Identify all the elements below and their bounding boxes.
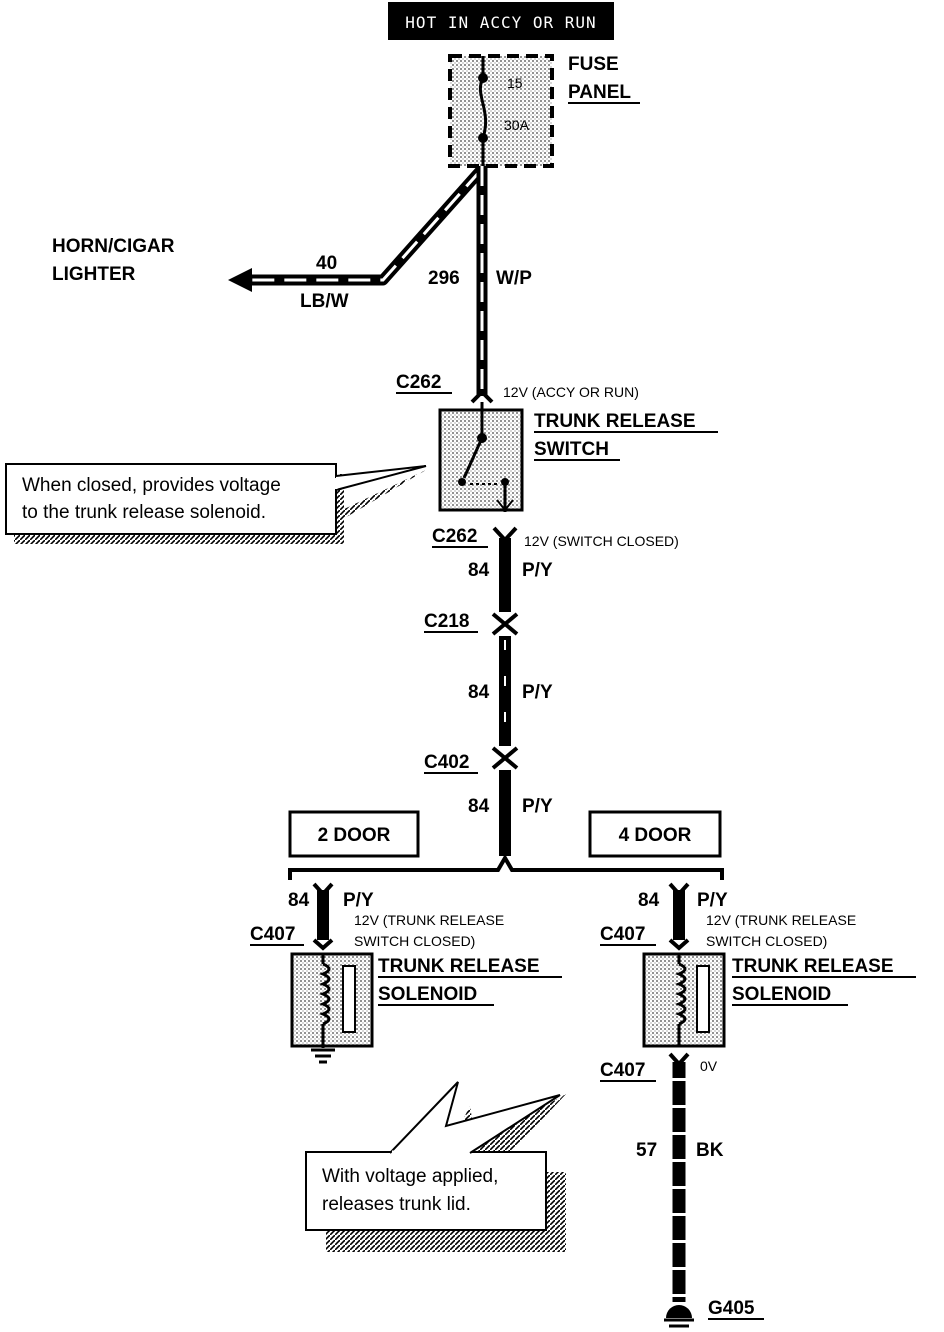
switch-voltage-out: 12V (SWITCH CLOSED): [524, 533, 679, 549]
four-door-box: 4 DOOR: [588, 810, 722, 858]
right-voltage-1: 12V (TRUNK RELEASE: [706, 912, 856, 928]
fuse-panel-title-1: FUSE: [568, 54, 619, 75]
horn-label-1: HORN/CIGAR: [52, 236, 175, 257]
left-wire-color: P/Y: [343, 890, 374, 911]
power-header: HOT IN ACCY OR RUN: [388, 2, 614, 40]
ground-color: BK: [696, 1140, 724, 1161]
right-wire-circuit: 84: [638, 890, 660, 911]
c402-label: C402: [424, 752, 469, 773]
left-solenoid-wire: [312, 882, 334, 951]
horn-circuit: 40: [316, 253, 337, 274]
left-wire-circuit: 84: [288, 890, 310, 911]
fuse-panel-title-2: PANEL: [568, 82, 631, 103]
switch-note-2: to the trunk release solenoid.: [22, 502, 266, 523]
door-option-bracket: [288, 854, 724, 880]
c218-label: C218: [424, 611, 469, 632]
feed-color: W/P: [496, 268, 532, 289]
horn-branch-wire: [228, 166, 486, 292]
right-voltage-2: SWITCH CLOSED): [706, 933, 827, 949]
fuse-rating: 30A: [504, 117, 530, 133]
left-ground-icon: [311, 1048, 335, 1064]
two-door-label: 2 DOOR: [318, 825, 391, 846]
fuse-number: 15: [507, 75, 523, 91]
left-trunk-release-solenoid: [290, 952, 374, 1064]
wire84-circuit-2: 84: [468, 682, 490, 703]
switch-title-2: SWITCH: [534, 439, 609, 460]
switch-voltage-in: 12V (ACCY OR RUN): [503, 384, 639, 400]
fuse-panel: 15 30A: [448, 54, 554, 168]
wire84-color-1: P/Y: [522, 560, 553, 581]
c218-connector-icon: [491, 612, 519, 636]
right-c407-label: C407: [600, 924, 645, 945]
left-c407-label: C407: [250, 924, 295, 945]
four-door-label: 4 DOOR: [619, 825, 692, 846]
solenoid-note-2: releases trunk lid.: [322, 1194, 471, 1215]
right-solenoid-title-2: SOLENOID: [732, 984, 831, 1005]
ground-wire-57: [668, 1052, 690, 1302]
right-trunk-release-solenoid: [642, 952, 726, 1048]
c402-connector-icon: [491, 746, 519, 770]
g405-ground-icon: [664, 1305, 694, 1328]
wire84-circuit-3: 84: [468, 796, 490, 817]
ground-voltage: 0V: [700, 1058, 718, 1074]
g405-label: G405: [708, 1298, 755, 1319]
right-wire-color: P/Y: [697, 890, 728, 911]
ground-c407-label: C407: [600, 1060, 645, 1081]
left-voltage-2: SWITCH CLOSED): [354, 933, 475, 949]
two-door-box: 2 DOOR: [288, 810, 420, 858]
c262-in-label: C262: [396, 372, 441, 393]
switch-note-1: When closed, provides voltage: [22, 475, 281, 496]
solenoid-callout: [305, 1081, 566, 1252]
wire84-color-3: P/Y: [522, 796, 553, 817]
right-solenoid-title-1: TRUNK RELEASE: [732, 956, 894, 977]
horn-label-2: LIGHTER: [52, 264, 136, 285]
ground-circuit: 57: [636, 1140, 657, 1161]
wire84-circuit-1: 84: [468, 560, 490, 581]
c262-in-connector-icon: [470, 389, 494, 404]
left-solenoid-title-1: TRUNK RELEASE: [378, 956, 540, 977]
feed-circuit: 296: [428, 268, 460, 289]
svg-text:HOT IN ACCY OR RUN: HOT IN ACCY OR RUN: [405, 13, 596, 32]
left-solenoid-title-2: SOLENOID: [378, 984, 477, 1005]
switch-title-1: TRUNK RELEASE: [534, 411, 696, 432]
trunk-release-switch: [438, 402, 524, 512]
c262-out-label: C262: [432, 526, 477, 547]
wire84-color-2: P/Y: [522, 682, 553, 703]
horn-arrow-icon: [228, 268, 252, 292]
left-voltage-1: 12V (TRUNK RELEASE: [354, 912, 504, 928]
right-solenoid-wire: [668, 882, 690, 951]
solenoid-note-1: With voltage applied,: [322, 1166, 498, 1187]
horn-color: LB/W: [300, 291, 349, 312]
switch-callout: [5, 463, 427, 544]
